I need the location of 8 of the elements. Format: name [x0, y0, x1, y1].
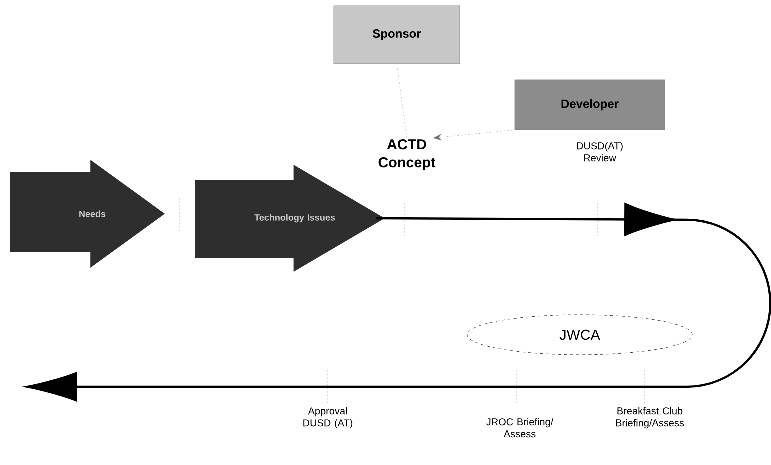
milestone-label: JROC Briefing/ Assess [486, 418, 554, 438]
milestone-label: DUSD(AT) Review [577, 142, 623, 162]
milestone-label: Approval DUSD (AT) [304, 407, 353, 429]
role-box: Developer [514, 80, 666, 130]
connector [434, 130, 515, 141]
role-box: Sponsor [334, 6, 460, 64]
milestone-label: Breakfast Club Briefing/Assess [616, 407, 684, 429]
connector [396, 64, 408, 138]
